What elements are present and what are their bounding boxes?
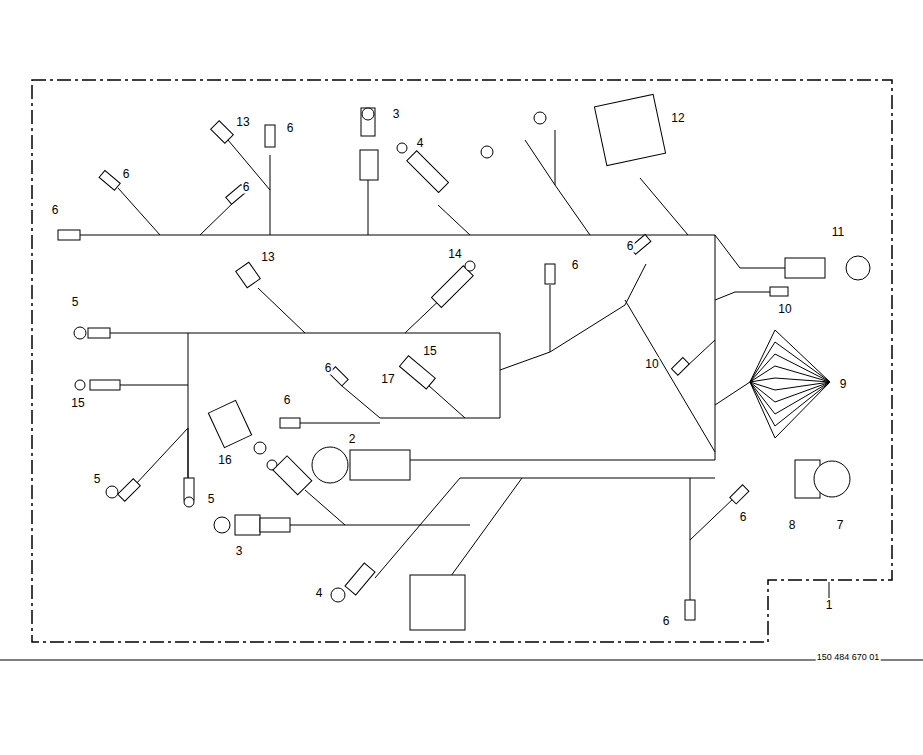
callout-number: 2 [348, 433, 357, 446]
callout-number: 6 [283, 394, 292, 407]
rule-line [0, 660, 923, 661]
wire-fan [750, 330, 830, 438]
callout-number: 7 [836, 519, 845, 532]
part-number: 150 484 670 01 [816, 651, 881, 664]
callout-number: 13 [260, 251, 275, 264]
callout-number: 6 [242, 181, 251, 194]
callout-number: 4 [416, 137, 425, 150]
callout-number: 8 [788, 519, 797, 532]
callout-number: 6 [626, 240, 635, 253]
callout-number: 12 [670, 112, 685, 125]
callout-number: 6 [51, 204, 60, 217]
callout-number: 3 [235, 545, 244, 558]
callout-number: 5 [71, 296, 80, 309]
callout-number: 4 [315, 587, 324, 600]
callout-number: 6 [662, 615, 671, 628]
callout-number: 15 [70, 397, 85, 410]
callout-number: 10 [644, 358, 659, 371]
callout-number: 13 [235, 116, 250, 129]
callout-number: 5 [207, 493, 216, 506]
callout-number: 6 [324, 362, 333, 375]
callout-number: 11 [831, 226, 845, 239]
callout-number: 15 [422, 345, 437, 358]
connector-symbols [58, 94, 870, 630]
wires [80, 130, 790, 605]
callout-number: 9 [839, 378, 848, 391]
callout-number: 6 [739, 511, 748, 524]
callout-number: 6 [571, 259, 580, 272]
callout-number: 14 [447, 248, 462, 261]
callout-number: 6 [122, 168, 131, 181]
leader-line [829, 582, 830, 598]
callout-number: 10 [777, 303, 792, 316]
callout-number: 5 [93, 473, 102, 486]
harness-boundary [32, 80, 892, 642]
callout-number: 3 [392, 108, 401, 121]
callout-number: 6 [286, 122, 295, 135]
callout-number: 16 [217, 454, 232, 467]
callout-number: 17 [380, 373, 395, 386]
callout-number: 1 [825, 599, 834, 612]
